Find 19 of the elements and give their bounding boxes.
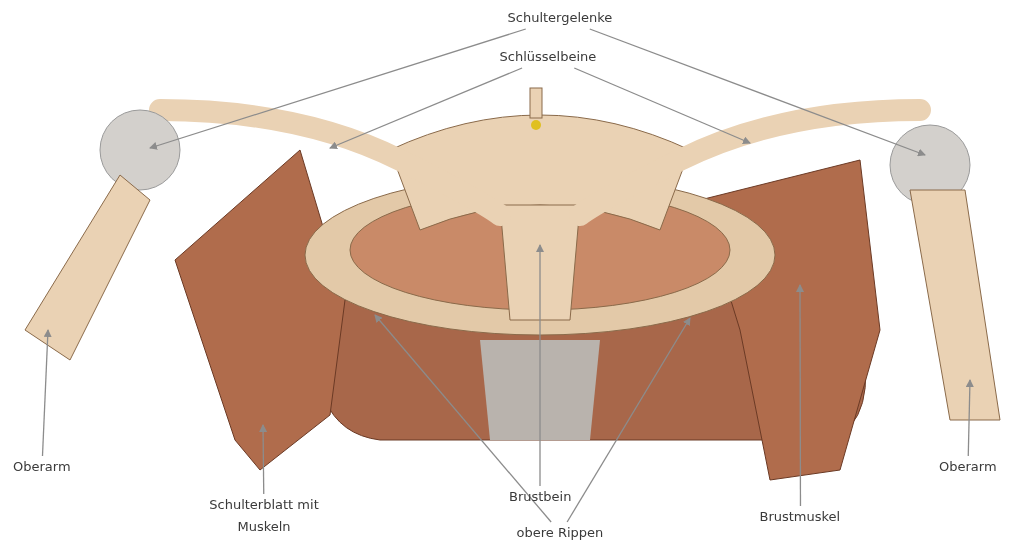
- part-label: Brustmuskel: [759, 506, 841, 528]
- leader-line: [149, 28, 527, 150]
- leader-line: [965, 379, 974, 457]
- part-label: Oberarm: [939, 456, 997, 478]
- part-label: Schultergelenke: [507, 7, 613, 29]
- leader-line: [41, 329, 52, 457]
- leader-line: [566, 317, 691, 523]
- part-label: Brustbein: [509, 486, 572, 508]
- part-label: Schulterblatt mit Muskeln: [204, 494, 324, 538]
- part-label: obere Rippen: [516, 522, 604, 544]
- leader-line: [329, 67, 523, 149]
- part-label: Schlüsselbeine: [499, 46, 597, 68]
- part-label: Oberarm: [13, 456, 71, 478]
- leader-line: [374, 314, 552, 523]
- leader-line: [796, 284, 804, 507]
- leader-line: [259, 424, 268, 495]
- leader-line: [589, 28, 926, 157]
- leader-line: [536, 244, 544, 487]
- leader-line: [573, 67, 751, 144]
